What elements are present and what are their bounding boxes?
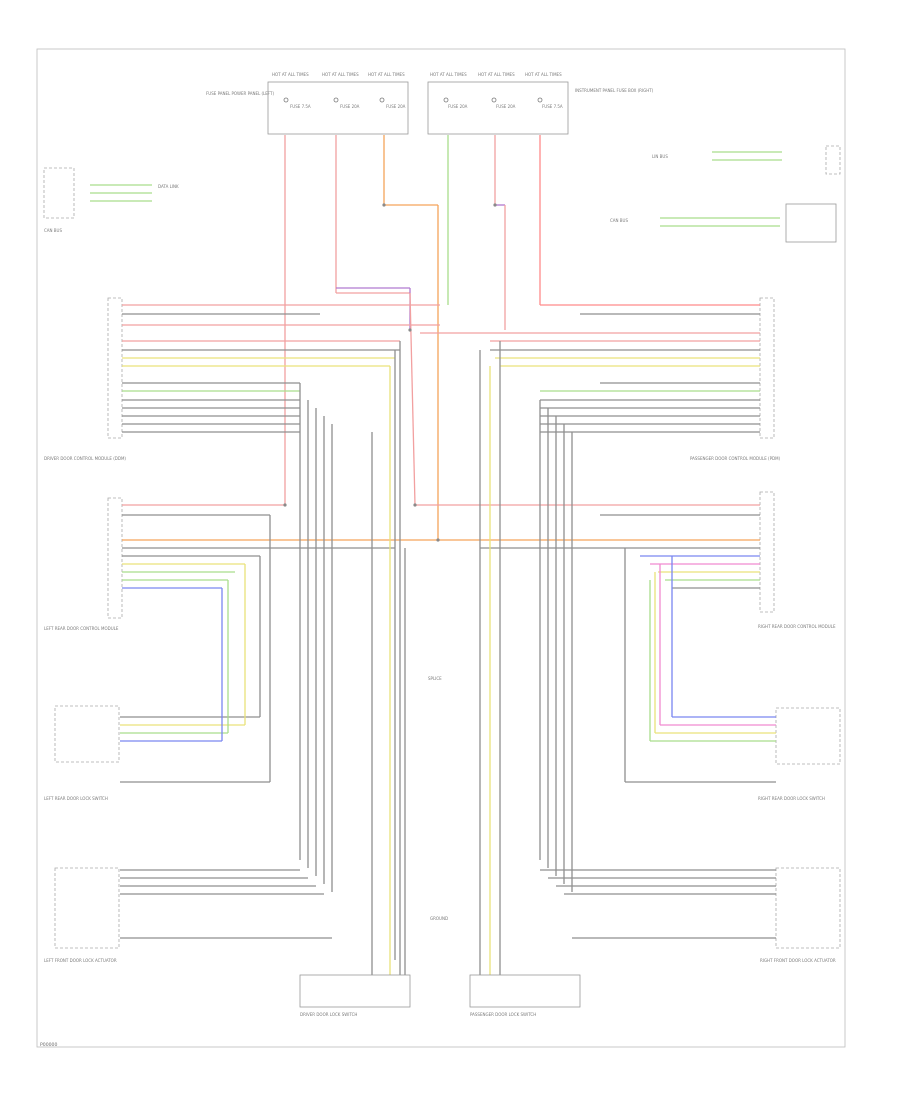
left-front-lock: LEFT FRONT DOOR LOCK ACTUATOR	[44, 867, 332, 963]
driver-module-pins	[122, 304, 440, 433]
lin-bus-right: LIN BUS	[652, 154, 668, 159]
driver-lock-switch-label: DRIVER DOOR LOCK SWITCH	[300, 1012, 357, 1017]
data-link-legend-left: DATA LINK CAN BUS	[43, 167, 179, 233]
fuse-4-label: HOT AT ALL TIMES	[430, 72, 467, 77]
left-bundle	[299, 341, 406, 975]
fuse-3-label: HOT AT ALL TIMES	[368, 72, 405, 77]
left-rear-switch-label: LEFT REAR DOOR LOCK SWITCH	[44, 796, 108, 801]
left-rear-switch: LEFT REAR DOOR LOCK SWITCH	[44, 515, 271, 801]
passenger-module-pins	[420, 304, 760, 433]
fuse-6-label: HOT AT ALL TIMES	[525, 72, 562, 77]
right-rear-module-label: RIGHT REAR DOOR CONTROL MODULE	[758, 624, 836, 629]
right-front-lock-label: RIGHT FRONT DOOR LOCK ACTUATOR	[760, 958, 836, 963]
left-front-lock-label: LEFT FRONT DOOR LOCK ACTUATOR	[44, 958, 117, 963]
passenger-door-module-label: PASSENGER DOOR CONTROL MODULE (PDM)	[690, 456, 781, 461]
passenger-lock-switch-label: PASSENGER DOOR LOCK SWITCH	[470, 1012, 536, 1017]
splice-label: SPLICE	[428, 676, 442, 681]
right-front-lock: RIGHT FRONT DOOR LOCK ACTUATOR	[540, 867, 841, 963]
left-rear-module-pins	[122, 504, 438, 589]
ground-label: GROUND	[430, 916, 448, 921]
driver-door-module-label: DRIVER DOOR CONTROL MODULE (DDM)	[44, 456, 126, 461]
right-bundle	[479, 341, 573, 975]
fuse-box-left: FUSE PANEL POWER PANEL (LEFT) HOT AT ALL…	[206, 72, 409, 135]
passenger-door-module-box	[759, 297, 775, 439]
left-rear-module-box	[107, 497, 123, 619]
fuse-c-label: FUSE 20A	[386, 104, 406, 109]
right-rear-module-box	[759, 491, 775, 613]
data-link-legend-right: LIN BUS CAN BUS	[610, 145, 841, 243]
right-rear-switch: RIGHT REAR DOOR LOCK SWITCH	[624, 548, 841, 801]
fuse-left-desc: FUSE PANEL POWER PANEL (LEFT)	[206, 91, 274, 96]
left-rear-module-label: LEFT REAR DOOR CONTROL MODULE	[44, 626, 119, 631]
fuse-2-label: HOT AT ALL TIMES	[322, 72, 359, 77]
driver-lock-switch: DRIVER DOOR LOCK SWITCH	[299, 974, 411, 1017]
can-bus-left: CAN BUS	[44, 228, 62, 233]
fuse-e-label: FUSE 20A	[496, 104, 516, 109]
fuse-b-label: FUSE 20A	[340, 104, 360, 109]
diagram-frame	[36, 48, 846, 1048]
data-link-left: DATA LINK	[158, 184, 179, 189]
fuse-d-label: FUSE 20A	[448, 104, 468, 109]
fuse-a-label: FUSE 7.5A	[290, 104, 311, 109]
can-bus-right: CAN BUS	[610, 218, 628, 223]
driver-door-module-box	[107, 297, 123, 439]
right-rear-module-pins	[415, 504, 760, 589]
right-rear-switch-label: RIGHT REAR DOOR LOCK SWITCH	[758, 796, 825, 801]
fuse-1-label: HOT AT ALL TIMES	[272, 72, 309, 77]
fuse-5-label: HOT AT ALL TIMES	[478, 72, 515, 77]
fuse-right-desc: INSTRUMENT PANEL FUSE BOX (RIGHT)	[575, 88, 654, 93]
passenger-lock-switch: PASSENGER DOOR LOCK SWITCH	[469, 974, 581, 1017]
fuse-box-right: INSTRUMENT PANEL FUSE BOX (RIGHT) HOT AT…	[427, 72, 654, 135]
fuse-f-label: FUSE 7.5A	[542, 104, 563, 109]
page-id: P00000	[40, 1042, 57, 1048]
